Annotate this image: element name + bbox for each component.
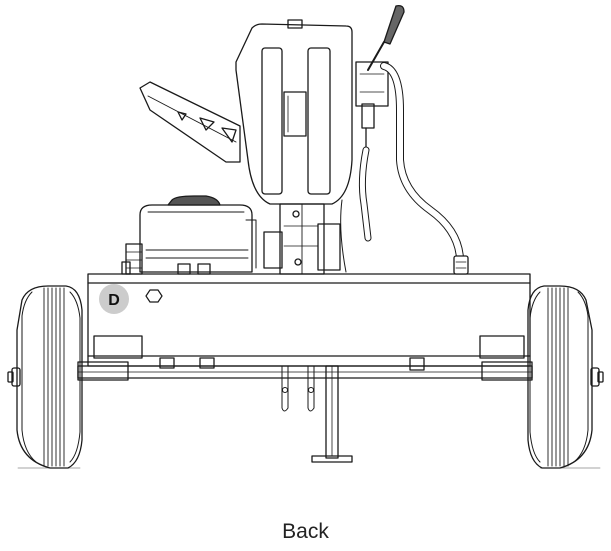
figure-caption: Back — [282, 520, 329, 543]
engine — [121, 195, 257, 275]
hydraulic-hose — [340, 62, 469, 275]
log-tray-bar — [139, 81, 241, 163]
jack-stand — [311, 365, 353, 463]
callout-d-label: D — [108, 292, 120, 309]
center-column — [263, 203, 341, 275]
callout-d: D — [99, 284, 129, 314]
splitter-wedge — [235, 19, 353, 205]
left-wheel — [7, 285, 83, 469]
right-wheel — [527, 285, 604, 469]
valve-handle — [355, 4, 405, 151]
chassis-frame — [87, 273, 531, 367]
axle-frame — [77, 357, 533, 381]
hitch-chains — [281, 365, 315, 412]
